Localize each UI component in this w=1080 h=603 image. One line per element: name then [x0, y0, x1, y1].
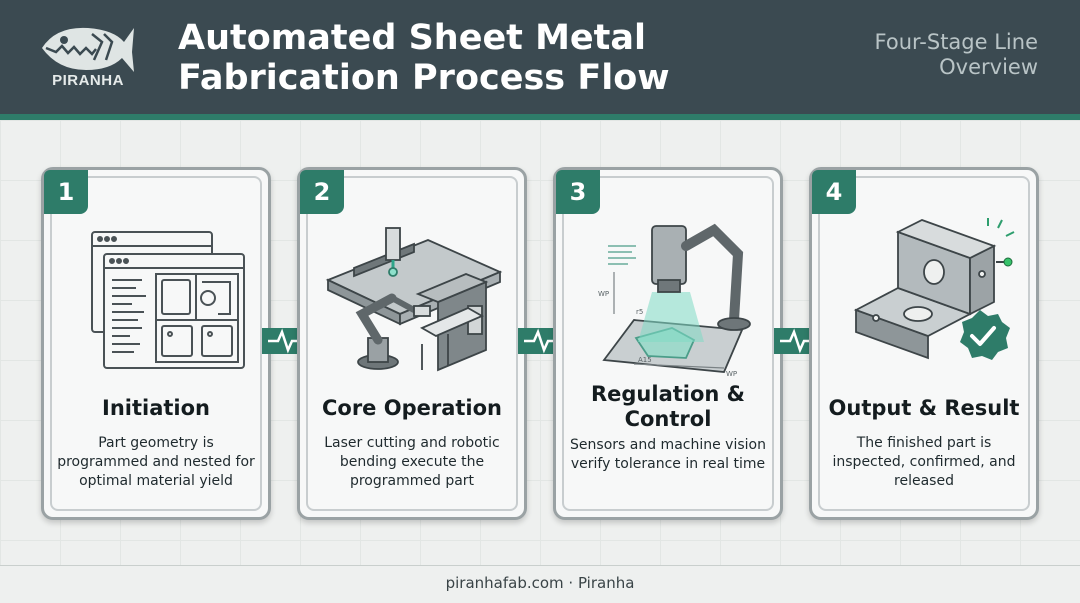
- footer-text[interactable]: piranhafab.com · Piranha: [445, 574, 635, 592]
- header-accent-stripe: [0, 114, 1080, 120]
- card-inner-frame: [306, 176, 518, 511]
- dim-label: r5: [636, 308, 643, 316]
- stage-title: Initiation: [102, 396, 210, 420]
- stage-card-2: 2 Core Operation Laser cutting and robot…: [297, 167, 527, 520]
- card-inner-frame: [562, 176, 774, 511]
- cad-screens-icon: [91, 231, 245, 369]
- page-subtitle: Four-Stage Line Overview: [874, 30, 1038, 79]
- piranha-logo-icon: [42, 27, 134, 72]
- status-led-icon: [1003, 257, 1013, 267]
- status-indicator: [987, 218, 1015, 263]
- stage-number-badge: 3: [556, 170, 600, 214]
- stage-card-4: 4 Output & Result The finished part is i…: [809, 167, 1039, 520]
- stage-description: The finished part is inspected, confirme…: [832, 435, 1016, 489]
- header-bar: [0, 0, 1080, 114]
- dim-label: WP: [726, 370, 737, 378]
- checkmark-badge-icon: [960, 310, 1010, 360]
- stage-number-badge: 1: [44, 170, 88, 214]
- finished-bracket-icon: [853, 218, 1015, 360]
- stage-title: Core Operation: [321, 396, 503, 420]
- dimension-callouts: [608, 245, 725, 369]
- page-title: Automated Sheet Metal Fabrication Proces…: [178, 18, 670, 98]
- vision-inspection-icon: WP r5 A15 WP: [598, 223, 751, 378]
- dim-label: WP: [598, 290, 609, 298]
- stage-number-badge: 2: [300, 170, 344, 214]
- stage-card-3: 3 WP r5 A15 WP Regulation & Control Sens…: [553, 167, 783, 520]
- stage-title: Output & Result: [828, 396, 1020, 420]
- card-inner-frame: [50, 176, 262, 511]
- stage-description: Sensors and machine vision verify tolera…: [570, 437, 766, 472]
- stage-card-1: 1 Initiation Part geometry is programmed…: [41, 167, 271, 520]
- laser-and-robot-icon: [325, 227, 503, 372]
- brand-name: PIRANHA: [52, 72, 124, 89]
- stage-description: Part geometry is programmed and nested f…: [57, 435, 255, 489]
- dim-label: A15: [638, 356, 652, 364]
- stage-description: Laser cutting and robotic bending execut…: [324, 435, 500, 489]
- card-inner-frame: [818, 176, 1030, 511]
- stage-number-badge: 4: [812, 170, 856, 214]
- footer-divider: [0, 565, 1080, 566]
- stage-title: Regulation & Control: [590, 382, 745, 431]
